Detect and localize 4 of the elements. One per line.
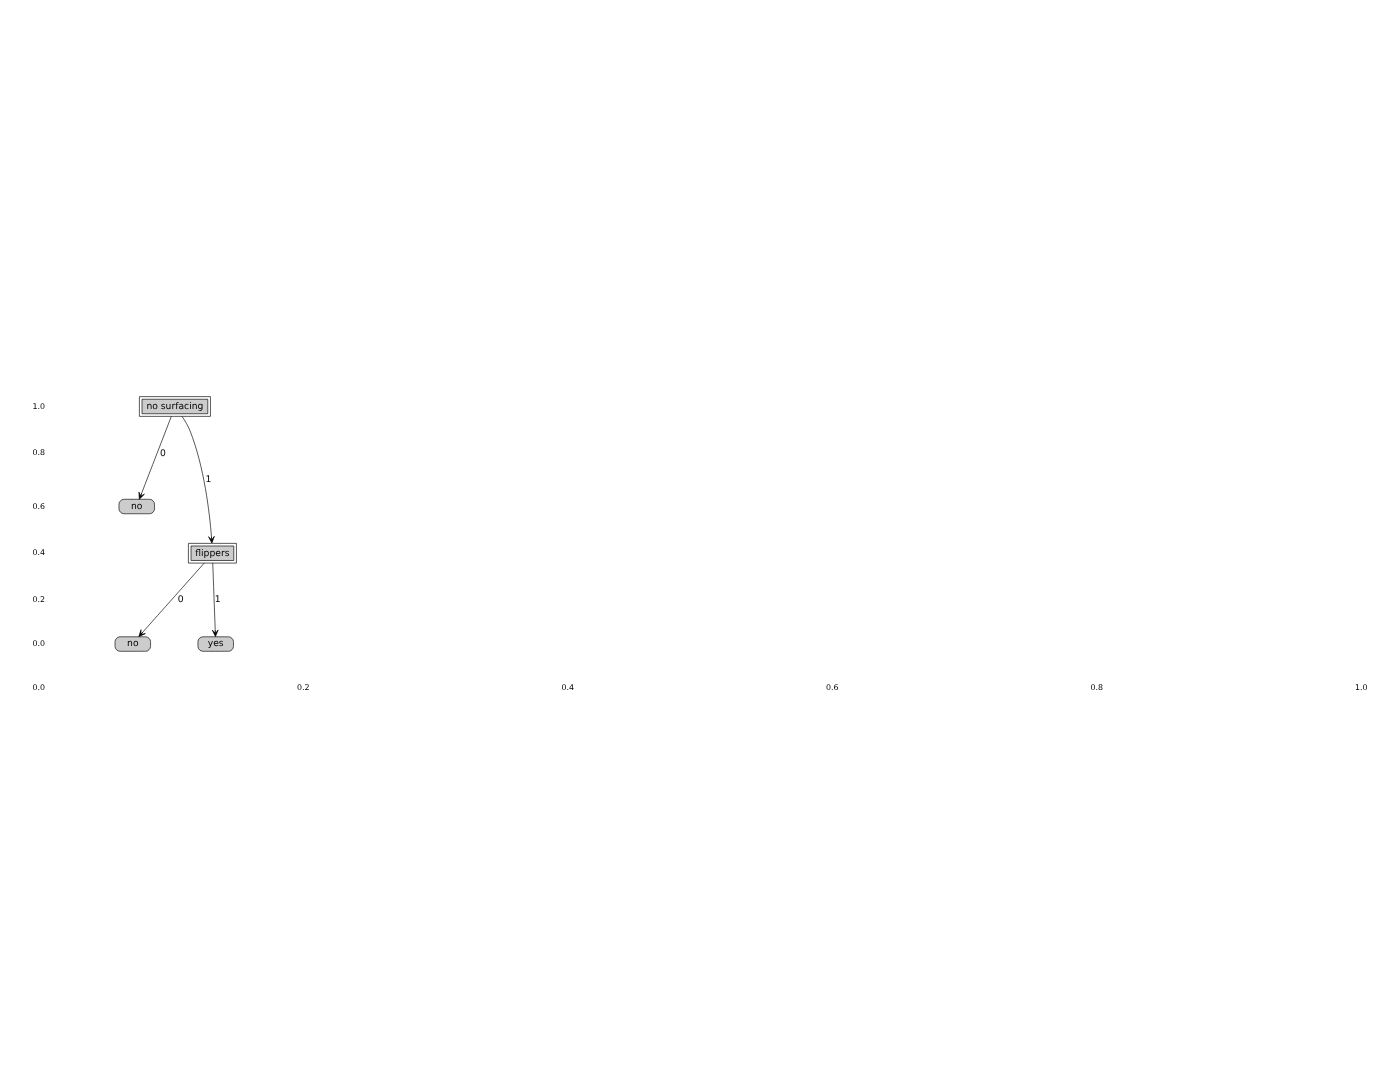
arrow [211, 561, 219, 636]
arrow [138, 415, 172, 499]
arrow [181, 415, 215, 543]
arrow [138, 561, 205, 636]
